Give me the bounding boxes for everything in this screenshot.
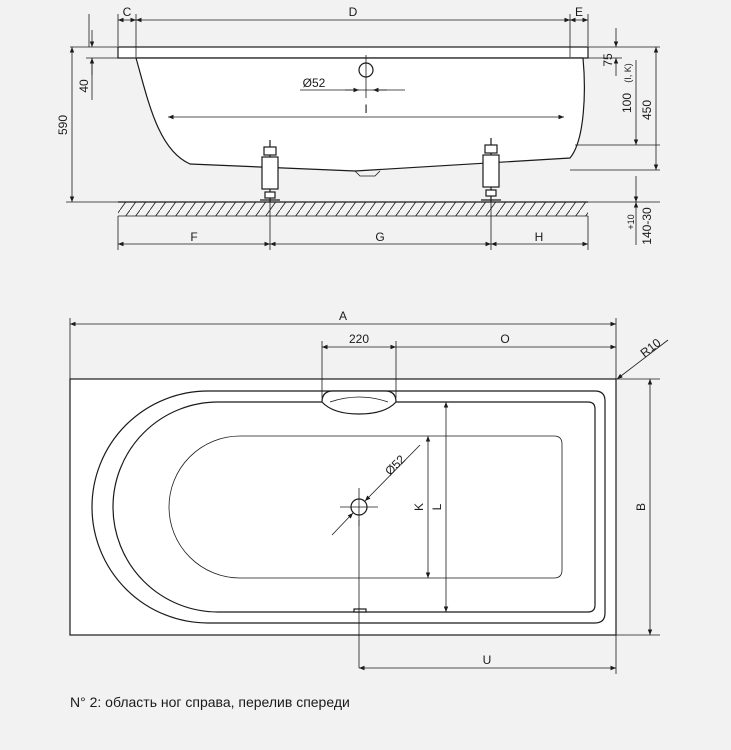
floor-hatch (118, 202, 588, 216)
label-d: D (349, 5, 358, 19)
tub-body (135, 57, 585, 172)
label-k: K (412, 503, 426, 511)
floor-range: 140-30 (640, 207, 654, 245)
label-c: C (123, 5, 132, 19)
side-drain-diameter: Ø52 (303, 76, 326, 90)
label-o: O (500, 332, 509, 346)
dim-220: 220 (349, 332, 369, 346)
drain-marker (353, 608, 367, 613)
label-r10: R10 (638, 335, 664, 360)
top-view: Ø52 A 220 O R10 B K L U (69, 309, 669, 674)
label-i: I (364, 102, 367, 116)
tub-bottom (168, 435, 563, 579)
dim-590: 590 (56, 115, 70, 135)
dim-100: 100 (620, 93, 634, 113)
label-a: A (339, 309, 347, 323)
label-l: L (430, 503, 444, 510)
overflow-cap (321, 390, 397, 415)
side-view: C D E 40 590 Ø52 I 75 100 (I, K) (56, 5, 660, 250)
floor-plus: +10 (626, 214, 636, 229)
tub-rim (117, 46, 589, 59)
label-u: U (483, 653, 492, 667)
dim-40: 40 (77, 79, 91, 93)
label-b: B (634, 503, 648, 511)
label-e: E (575, 5, 583, 19)
dim-75: 75 (601, 53, 615, 67)
label-g: G (375, 230, 384, 244)
label-f: F (190, 230, 197, 244)
overflow-cap-line (329, 396, 389, 403)
label-h: H (535, 230, 544, 244)
left-foot (260, 140, 280, 202)
right-foot (481, 138, 501, 202)
drain-outlet (354, 170, 381, 177)
dim-100-note: (I, K) (623, 63, 633, 83)
dim-450: 450 (640, 100, 654, 120)
drawing-caption: N° 2: область ног справа, перелив сперед… (70, 694, 350, 710)
tub-basin (112, 401, 596, 613)
tub-rim-inner (91, 390, 606, 624)
dim-100-value: 100 (620, 93, 634, 113)
